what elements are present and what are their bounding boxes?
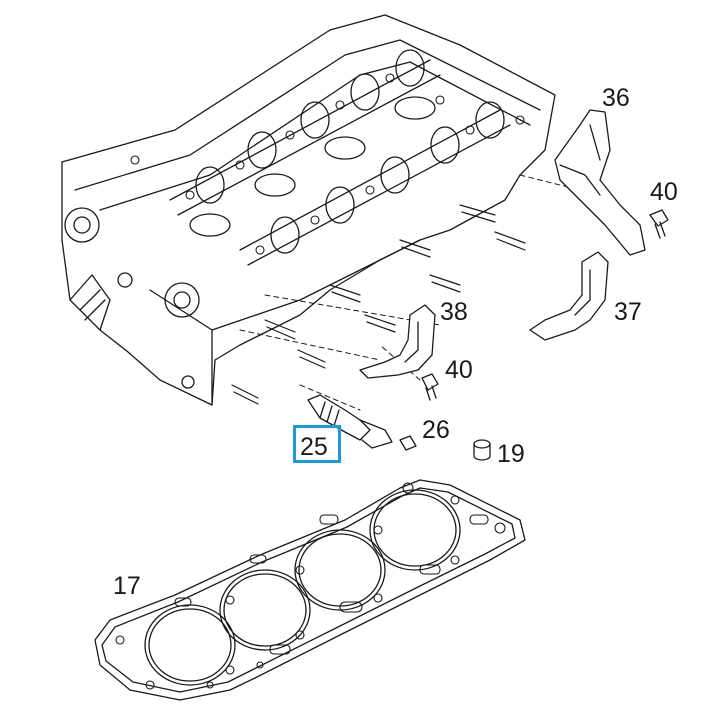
bracket-38 bbox=[359, 304, 436, 379]
label-26: 26 bbox=[422, 416, 450, 444]
cylinder-bore-2 bbox=[219, 569, 311, 651]
bracket-36 bbox=[554, 109, 646, 256]
head-gasket-17 bbox=[94, 479, 526, 701]
label-17: 17 bbox=[113, 572, 141, 600]
label-37: 37 bbox=[614, 298, 642, 326]
cylinder-bore-3 bbox=[294, 529, 386, 611]
bolt-40-mid bbox=[421, 373, 439, 401]
plug-19 bbox=[473, 439, 491, 461]
cylinder-bore-4 bbox=[369, 489, 461, 571]
highlight-box-25: 25 bbox=[293, 425, 341, 463]
cylinder-head bbox=[61, 14, 556, 406]
label-40-mid: 40 bbox=[445, 356, 473, 384]
label-40-top: 40 bbox=[650, 178, 678, 206]
screw-26 bbox=[399, 435, 417, 451]
label-38: 38 bbox=[440, 298, 468, 326]
label-36: 36 bbox=[602, 84, 630, 112]
head-studs bbox=[231, 204, 526, 405]
camshaft-upper bbox=[169, 49, 441, 216]
bracket-37 bbox=[529, 251, 609, 341]
label-25: 25 bbox=[300, 433, 328, 461]
label-19: 19 bbox=[497, 440, 525, 468]
solenoid-25 bbox=[307, 394, 393, 449]
camshaft-lower bbox=[239, 101, 511, 266]
bolt-40-top bbox=[649, 209, 669, 239]
